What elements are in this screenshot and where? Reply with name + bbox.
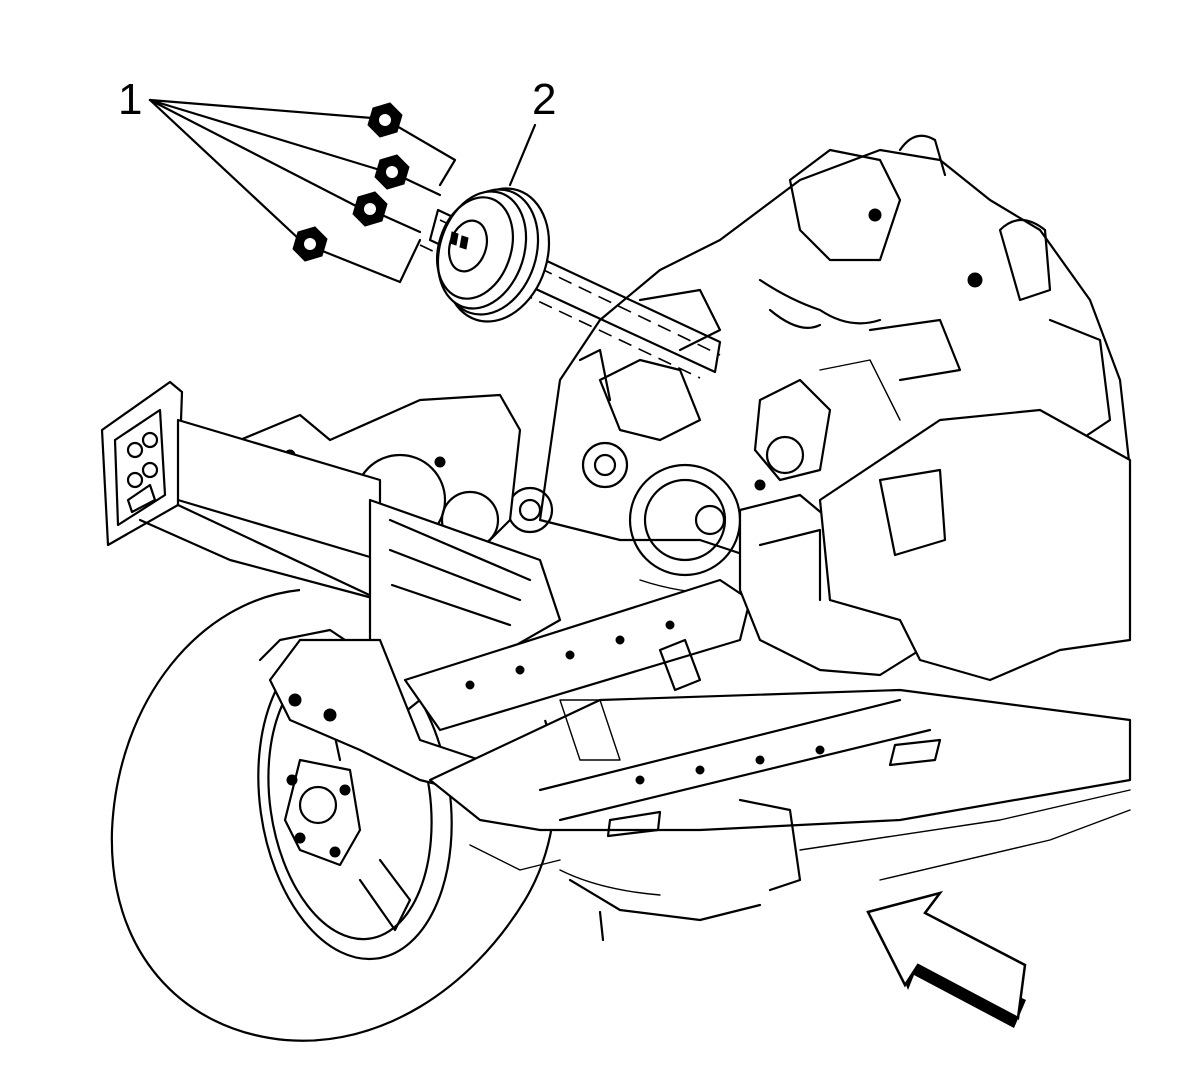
bolt-icon bbox=[374, 154, 442, 197]
callout-1: 1 bbox=[118, 75, 142, 124]
bolt-icon bbox=[352, 191, 422, 234]
callout-leaders bbox=[148, 98, 537, 242]
bolt-icon bbox=[292, 226, 422, 284]
view-direction-arrow-icon bbox=[866, 890, 1027, 1028]
crankshaft-pulley-icon bbox=[436, 187, 551, 323]
callout-2: 2 bbox=[532, 75, 556, 124]
frame-front-bracket bbox=[100, 380, 382, 602]
bolt-icon bbox=[367, 102, 457, 187]
bolt-group bbox=[292, 102, 457, 284]
crossmember bbox=[268, 408, 1132, 942]
